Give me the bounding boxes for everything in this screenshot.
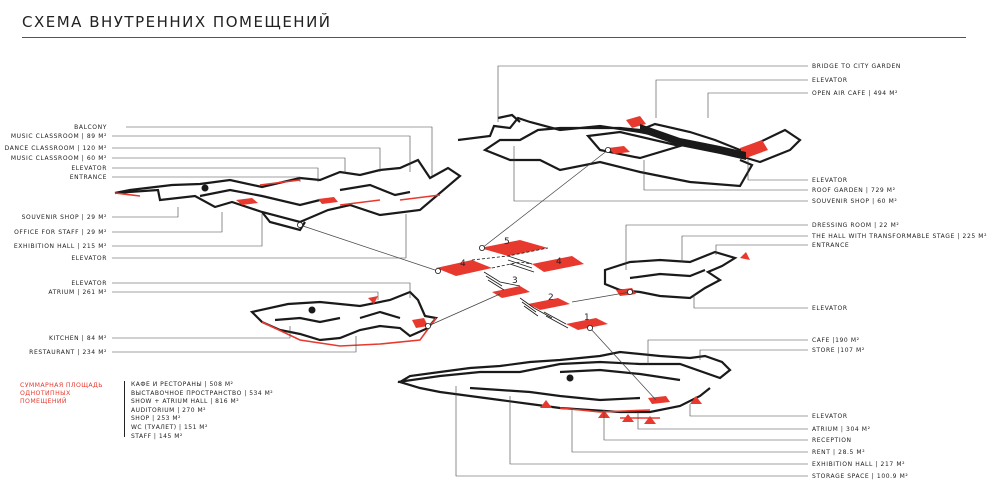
label-bridge-to-city-garden: BRIDGE TO CITY GARDEN [812,63,901,70]
leaders-bottom-right [455,339,808,477]
floor-plan-middle-left [249,290,439,342]
label-elevator-upper-right: ELEVATOR [812,77,848,84]
label-restaurant: RESTAURANT | 234 М² [29,349,107,356]
wc-markers [201,184,574,382]
stair-number-1: 1 [584,313,590,323]
leaders-top-left [112,126,433,259]
summary-title: СУММАРНАЯ ПЛОЩАДЬ ОДНОТИПНЫХ ПОМЕЩЕНИЙ [20,382,118,406]
label-balcony: BALCONY [74,124,107,131]
label-elevator-middle-right: ELEVATOR [812,305,848,312]
summary-row: STAFF | 145 М² [131,432,183,440]
floor-plan-upper-left [114,158,462,232]
summary-list: КАФЕ И РЕСТОРАНЫ | 508 М² ВЫСТАВОЧНОЕ ПР… [131,381,273,441]
label-exhibition-hall-215: EXHIBITION HALL | 215 М² [13,243,107,250]
label-music-classroom-60: MUSIC CLASSROOM | 60 М² [10,155,107,162]
stair-number-4-right: 4 [556,257,562,267]
summary-title-line2: ОДНОТИПНЫХ ПОМЕЩЕНИЙ [20,390,71,405]
label-music-classroom-89: MUSIC CLASSROOM | 89 М² [10,133,107,140]
label-kitchen: KITCHEN | 84 М² [49,335,107,342]
stair-number-4-left: 4 [460,259,466,269]
summary-row: КАФЕ И РЕСТОРАНЫ | 508 М² [131,381,234,388]
label-office-for-staff: OFFICE FOR STAFF | 29 М² [14,229,107,236]
label-dressing-room: DRESSING ROOM | 22 М² [812,222,900,229]
page-title: СХЕМА ВНУТРЕННИХ ПОМЕЩЕНИЙ [22,13,332,31]
label-elevator-upper-left: ELEVATOR [71,165,107,172]
stair-number-3: 3 [512,276,518,286]
red-walls [114,179,660,419]
label-roof-garden: ROOF GARDEN | 729 М² [812,187,896,194]
summary-row: WC (ТУАЛЕТ) | 151 М² [131,423,208,431]
label-open-air-cafe: OPEN AIR CAFE | 494 М² [812,90,898,97]
leaders-mid-right [625,224,808,309]
label-souvenir-shop-60: SOUVENIR SHOP | 60 М² [812,198,898,205]
label-atrium-261: ATRIUM | 261 М² [48,289,107,296]
leaders-mid-left [112,282,411,353]
summary-row: SHOW + ATRIUM HALL | 816 М² [131,398,240,406]
label-hall-transformable-stage: THE HALL WITH TRANSFORMABLE STAGE | 225 … [812,233,988,240]
label-souvenir-shop-29: SOUVENIR SHOP | 29 М² [21,214,107,221]
label-store: STORE |107 М² [812,347,865,354]
summary-row: AUDITORIUM | 270 М² [131,406,207,414]
summary-divider [124,381,125,437]
stair-number-2: 2 [548,293,554,303]
label-elevator-middle-left: ELEVATOR [71,280,107,287]
label-reception: RECEPTION [812,437,852,444]
label-storage-space: STORAGE SPACE | 100.9 М² [812,473,909,480]
stair-number-5: 5 [504,237,510,247]
summary-row: SHOP | 253 М² [131,415,181,423]
central-staircase: 5 4 4 3 2 1 [436,237,608,330]
label-exhibition-hall-217: EXHIBITION HALL | 217 М² [812,461,906,468]
connector-nodes [296,146,634,331]
label-dance-classroom: DANCE CLASSROOM | 120 М² [4,145,107,152]
label-elevator-lower: ELEVATOR [812,413,848,420]
summary-title-line1: СУММАРНАЯ ПЛОЩАДЬ [20,382,103,389]
title-divider [22,37,966,38]
floor-plan-upper-right [457,113,802,188]
connector-lines [299,149,657,401]
summary-row: ВЫСТАВОЧНОЕ ПРОСТРАНСТВО | 534 М² [131,389,274,397]
red-rooms [236,116,768,424]
label-atrium-304: ATRIUM | 304 М² [812,426,871,433]
label-elevator-upper-right-2: ELEVATOR [812,177,848,184]
roof-garden-wall [640,124,746,160]
label-cafe: CAFE |190 М² [812,337,860,344]
label-elevator-upper-left-2: ELEVATOR [71,255,107,262]
label-entrance-upper-left: ENTRANCE [69,174,107,181]
floor-plan-lower [397,350,732,414]
leaders-top-right [497,65,808,202]
label-rent: RENT | 28.5 М² [812,449,866,456]
label-entrance-middle-right: ENTRANCE [812,242,850,249]
